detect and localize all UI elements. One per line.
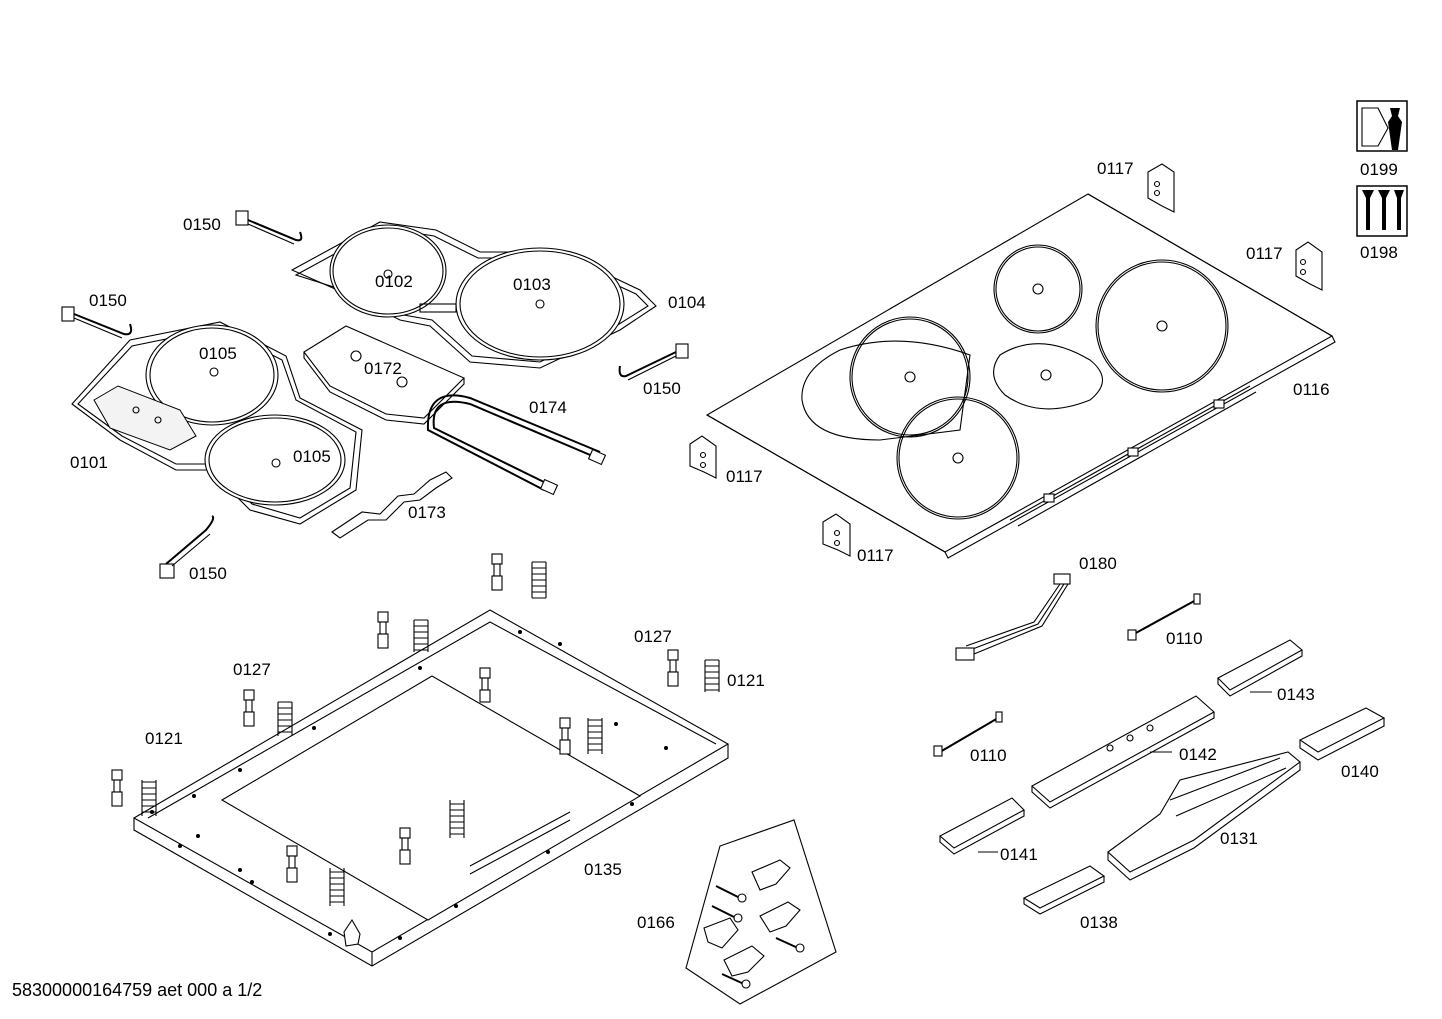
foot-0127-h — [399, 827, 411, 865]
housing-frame-0135 — [132, 609, 730, 967]
spring-0121-e — [587, 718, 603, 754]
carrier-rail-0131 — [1107, 751, 1301, 881]
label-0138: 0138 — [1080, 913, 1118, 932]
spring-0121-h — [329, 868, 345, 906]
label-0199: 0199 — [1360, 160, 1398, 179]
label-0117-top: 0117 — [1097, 159, 1134, 178]
cable-0150-right — [618, 343, 689, 381]
sensor-strip-0173 — [331, 471, 453, 539]
label-0141: 0141 — [1000, 845, 1038, 864]
label-0110-lower: 0110 — [970, 746, 1007, 765]
foot-0127-d — [243, 689, 255, 727]
glass-ceramic-hob-top — [705, 193, 1336, 559]
label-0172: 0172 — [364, 359, 402, 378]
spring-0121-d — [277, 701, 293, 736]
document-id-footer: 58300000164759 aet 000 a 1/2 — [12, 980, 263, 1000]
bracket-0117-bottom — [822, 513, 851, 557]
label-0121-left: 0121 — [145, 729, 183, 748]
label-0150-bottom: 0150 — [189, 564, 227, 583]
label-0105-lower: 0105 — [293, 447, 331, 466]
label-0110-upper: 0110 — [1166, 629, 1203, 648]
spring-0121-b — [413, 619, 429, 652]
label-0150-right: 0150 — [643, 379, 681, 398]
foot-0127-c — [667, 649, 679, 687]
label-0150-left: 0150 — [89, 291, 127, 310]
board-0141 — [939, 797, 1025, 855]
label-0102: 0102 — [375, 272, 413, 291]
heating-carrier-0104 — [290, 221, 657, 369]
label-0117-right: 0117 — [1246, 244, 1283, 263]
label-0142: 0142 — [1179, 745, 1217, 764]
board-0143 — [1217, 639, 1303, 697]
holder-0138 — [1022, 865, 1106, 915]
label-0174: 0174 — [529, 398, 567, 417]
spring-0121-f — [141, 780, 157, 816]
cable-harness-0180 — [955, 573, 1071, 661]
foot-0127-a — [491, 553, 503, 591]
label-0140: 0140 — [1341, 762, 1379, 781]
shield-plate-0172 — [303, 325, 465, 425]
bracket-0117-right — [1295, 241, 1323, 291]
cable-0150-left — [61, 306, 133, 339]
foot-0127-i — [286, 845, 298, 883]
holder-0140 — [1298, 707, 1386, 761]
label-0131: 0131 — [1220, 829, 1258, 848]
label-0116: 0116 — [1293, 380, 1330, 399]
bracket-0117-top — [1147, 163, 1175, 213]
spring-0121-c — [704, 659, 720, 692]
spring-0121-a — [531, 561, 547, 599]
foot-0127-b — [377, 611, 389, 649]
wrench-icon — [1356, 100, 1408, 152]
leader-lines — [978, 691, 1272, 853]
cable-0110-upper — [1127, 593, 1201, 641]
label-0103: 0103 — [513, 275, 551, 294]
spring-0121-g — [449, 800, 465, 838]
label-0104: 0104 — [668, 293, 706, 312]
bracket-0117-mid — [689, 435, 717, 479]
label-0117-bottom: 0117 — [857, 546, 894, 565]
foot-0127-g — [111, 769, 123, 807]
label-0101: 0101 — [70, 453, 108, 472]
part-labels: 0101 0102 0103 0104 0105 0105 0110 0110 … — [70, 159, 1398, 932]
foot-0127-e — [479, 667, 491, 703]
label-0135: 0135 — [584, 860, 622, 879]
label-0105-upper: 0105 — [199, 344, 237, 363]
label-0117-mid: 0117 — [726, 467, 763, 486]
label-0173: 0173 — [408, 503, 446, 522]
label-0150-top: 0150 — [183, 215, 221, 234]
cable-0150-top — [235, 210, 303, 245]
fastening-kit-0166 — [685, 819, 837, 1005]
cable-0150-bottom — [159, 515, 215, 579]
board-0142 — [1031, 695, 1215, 809]
label-0143: 0143 — [1277, 685, 1315, 704]
heating-carrier-0101 — [71, 321, 363, 525]
heating-tube-0174 — [426, 394, 607, 496]
label-0180: 0180 — [1079, 554, 1117, 573]
label-0127-right: 0127 — [634, 627, 672, 646]
label-0121-right: 0121 — [727, 671, 765, 690]
screw-set-icon — [1356, 185, 1408, 237]
foot-0127-f — [559, 717, 571, 755]
label-0127-left: 0127 — [233, 660, 271, 679]
label-0198: 0198 — [1360, 243, 1398, 262]
cable-0110-lower — [933, 711, 1003, 757]
label-0166: 0166 — [637, 913, 675, 932]
